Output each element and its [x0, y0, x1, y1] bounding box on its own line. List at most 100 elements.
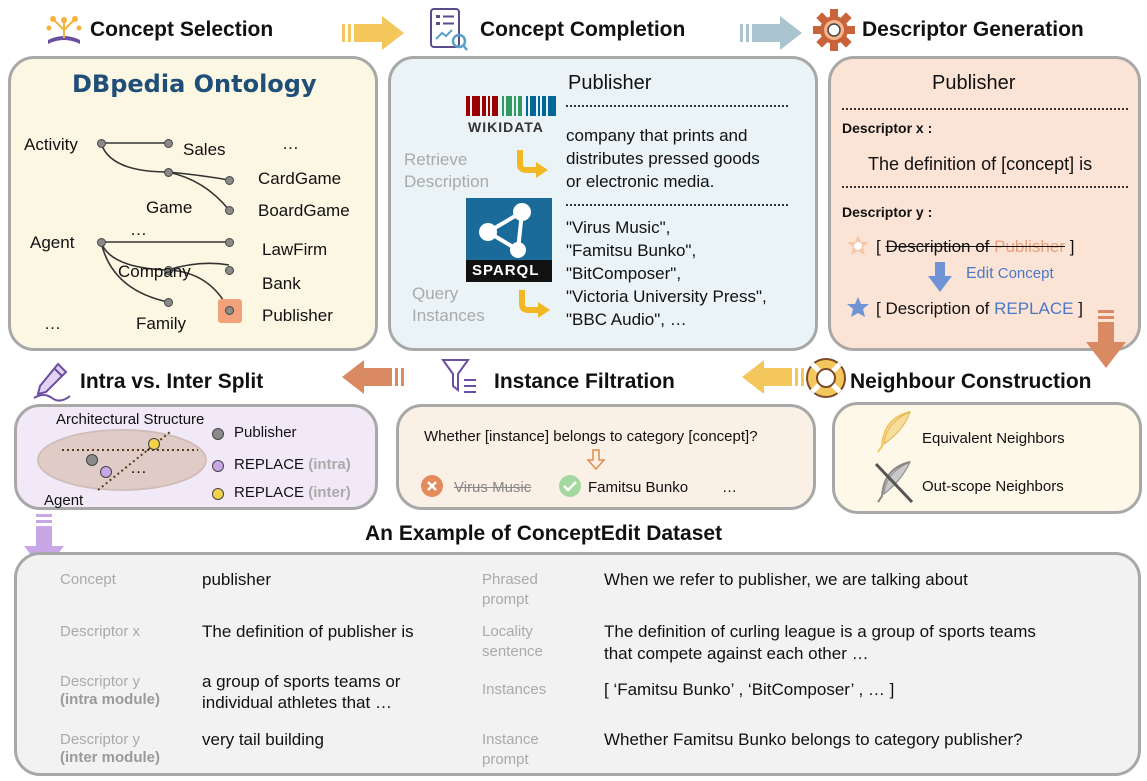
old-suffix: ]	[1065, 237, 1075, 256]
ex-label-descriptor-y-intra: Descriptor y	[60, 673, 141, 690]
node-activity	[97, 139, 106, 148]
pencil-icon	[32, 360, 72, 402]
ex-label-phrased-1: Phrased	[482, 571, 538, 588]
label-sales: Sales	[183, 140, 226, 159]
instance-line-5: "BBC Audio", …	[566, 310, 687, 329]
label-activity: Activity	[24, 135, 78, 154]
ex-value-descriptor-y-intra-1: a group of sports teams or	[202, 672, 401, 691]
split-ellipsis: …	[130, 458, 147, 477]
ex-label-instance-prompt-1: Instance	[482, 731, 539, 748]
descriptor-panel	[828, 56, 1141, 351]
sparql-label: SPARQL	[472, 262, 540, 279]
example-title: An Example of ConceptEdit Dataset	[365, 522, 723, 545]
outscope-neighbors: Out-scope Neighbors	[922, 478, 1064, 495]
ex-label-descriptor-y-intra-bold: (intra module)	[60, 691, 160, 708]
dot-gray	[86, 454, 98, 466]
ontology-edges	[100, 142, 230, 311]
description-line-2: distributes pressed goods	[566, 149, 760, 168]
ex-value-descriptor-x: The definition of publisher is	[202, 622, 414, 641]
description-line-1: company that prints and	[566, 126, 748, 145]
ex-value-descriptor-y-inter: very tail building	[202, 730, 324, 749]
label-publisher: Publisher	[262, 306, 333, 325]
old-concept: Publisher	[994, 237, 1065, 256]
node-bank	[225, 266, 234, 275]
ex-value-instances: [ ‘Famitsu Bunko’ , ‘BitComposer’ , … ]	[604, 680, 895, 699]
ex-label-descriptor-y-inter-bold: (inter module)	[60, 749, 160, 766]
node-company	[164, 266, 173, 275]
ex-label-descriptor-x: Descriptor x	[60, 623, 141, 640]
label-game: Game	[146, 198, 193, 217]
ex-value-descriptor-y-intra-2: individual athletes that …	[202, 693, 392, 712]
separator-dots-1	[566, 105, 788, 107]
label-bank: Bank	[262, 274, 301, 293]
neighbour-panel	[832, 402, 1142, 514]
ex-value-locality-1: The definition of curling league is a gr…	[604, 622, 1036, 641]
node-publisher	[225, 306, 234, 315]
new-concept: REPLACE	[994, 299, 1074, 318]
split-panel	[14, 404, 378, 510]
label-boardgame: BoardGame	[258, 201, 350, 220]
filtration-question: Whether [instance] belongs to category […	[424, 428, 758, 445]
ex-label-locality-1: Locality	[482, 623, 533, 640]
label-family: Family	[136, 314, 187, 333]
wikidata-label: WIKIDATA	[468, 119, 544, 135]
node-family	[164, 298, 173, 307]
old-struck: Description of	[885, 237, 995, 256]
descriptor-dots-1	[842, 108, 1128, 110]
legend-dot-publisher	[212, 428, 224, 440]
instance-line-1: "Virus Music",	[566, 218, 671, 237]
retrieve-label-2: Description	[404, 172, 490, 191]
node-cardgame	[225, 176, 234, 185]
ex-label-descriptor-y-inter: Descriptor y	[60, 731, 141, 748]
old-prefix: [	[876, 237, 886, 256]
ex-value-locality-2: that compete against each other …	[604, 644, 869, 663]
label-lawfirm: LawFirm	[262, 240, 328, 259]
header-instance-filtration: Instance Filtration	[494, 370, 675, 393]
structure-label: Architectural Structure	[56, 411, 205, 428]
descriptor-y-label: Descriptor y :	[842, 204, 933, 220]
legend-inter-text: REPLACE	[234, 484, 309, 501]
instance-line-2: "Famitsu Bunko",	[566, 241, 697, 260]
query-label-1: Query	[412, 284, 459, 303]
rejected-instance: Virus Music	[454, 479, 532, 496]
ex-label-instances: Instances	[482, 681, 547, 698]
header-concept-completion: Concept Completion	[480, 18, 686, 41]
node-lawfirm	[225, 238, 234, 247]
retrieve-label-1: Retrieve	[404, 150, 468, 169]
split-ellipse	[37, 429, 207, 491]
label-ellipsis-3: …	[44, 314, 61, 333]
separator-dots-2	[566, 204, 788, 206]
edit-concept: Concept	[997, 265, 1054, 282]
ex-value-instance-prompt: Whether Famitsu Bunko belongs to categor…	[604, 730, 1023, 749]
header-concept-selection: Concept Selection	[90, 18, 274, 41]
completion-concept: Publisher	[568, 72, 652, 94]
legend-intra: REPLACE (intra)	[234, 456, 351, 473]
descriptor-concept: Publisher	[932, 72, 1016, 94]
instance-line-4: "Victoria University Press",	[566, 287, 767, 306]
node-boardgame	[225, 206, 234, 215]
ex-value-concept: publisher	[202, 570, 271, 589]
instance-line-3: "BitComposer",	[566, 264, 682, 283]
ontology-title: DBpedia Ontology	[72, 70, 317, 98]
node-sales	[164, 139, 173, 148]
lifebuoy-icon	[804, 356, 848, 400]
concept-selection-icon	[44, 14, 84, 50]
legend-inter: REPLACE (inter)	[234, 484, 351, 501]
header-intra-inter-split: Intra vs. Inter Split	[80, 370, 264, 393]
sparql-logo	[466, 198, 552, 282]
old-descriptor: [ Description of Publisher ]	[876, 237, 1074, 257]
equivalent-neighbors: Equivalent Neighbors	[922, 430, 1065, 447]
filtration-panel	[396, 404, 816, 510]
header-descriptor-generation: Descriptor Generation	[862, 18, 1084, 41]
agent-label: Agent	[44, 492, 84, 509]
document-search-icon	[428, 6, 468, 52]
legend-intra-tag: (intra)	[308, 456, 351, 473]
accepted-instance: Famitsu Bunko	[588, 479, 689, 496]
ontology-panel	[8, 56, 378, 351]
label-cardgame: CardGame	[258, 169, 342, 188]
label-ellipsis-1: …	[282, 134, 299, 153]
legend-publisher: Publisher	[234, 424, 297, 441]
gear-icon	[812, 8, 856, 52]
description-line-3: or electronic media.	[566, 172, 715, 191]
legend-inter-tag: (inter)	[308, 484, 351, 501]
